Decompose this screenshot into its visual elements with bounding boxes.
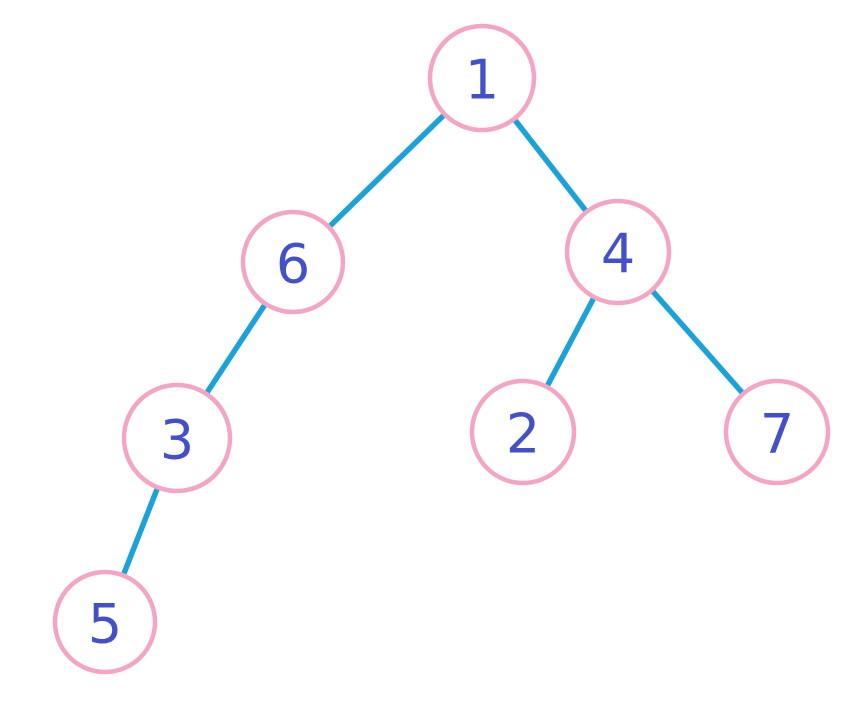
tree-nodes: 1 6 4 3 2 7 5: [52, 23, 831, 675]
tree-edge: [512, 117, 589, 213]
tree-node-6: 6: [240, 209, 346, 315]
tree-edge: [544, 296, 597, 388]
node-label: 4: [601, 223, 635, 286]
tree-edge: [121, 486, 160, 577]
node-label: 2: [506, 403, 540, 466]
tree-node-4: 4: [564, 198, 672, 306]
node-circle: [469, 378, 577, 486]
node-label: 3: [160, 409, 194, 472]
tree-node-5: 5: [52, 569, 158, 675]
node-circle: [427, 23, 537, 133]
tree-node-2: 2: [469, 378, 577, 486]
node-label: 5: [88, 593, 122, 656]
tree-node-7: 7: [723, 378, 831, 486]
tree-edge: [327, 112, 447, 229]
tree-edges: [121, 112, 745, 577]
tree-node-3: 3: [121, 382, 233, 494]
node-label: 7: [760, 403, 794, 466]
node-circle: [564, 198, 672, 306]
tree-edge: [204, 302, 268, 395]
tree-node-1: 1: [427, 23, 537, 133]
node-label: 6: [276, 233, 310, 296]
node-circle: [723, 378, 831, 486]
node-circle: [52, 569, 158, 675]
node-label: 1: [465, 49, 499, 112]
node-circle: [240, 209, 346, 315]
tree-edge: [650, 288, 745, 396]
node-circle: [121, 382, 233, 494]
